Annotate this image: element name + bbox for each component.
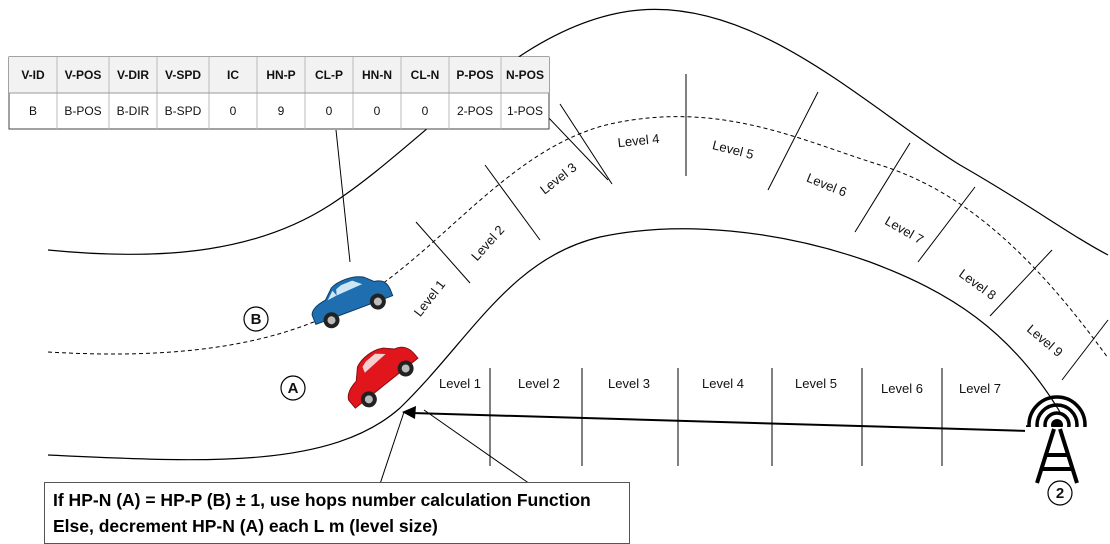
curved-level-label: Level 2: [468, 222, 507, 263]
vehicle-b-marker: B: [243, 306, 269, 332]
road-inner-edge: [47, 228, 1061, 461]
vehicle-data-table: V-ID B V-POS B-POS V-DIR B-DIR V-SPD B-SPD IC 0 HN…: [8, 56, 550, 130]
table-cell: 2-POS: [457, 104, 493, 118]
straight-level-labels: Level 1 Level 2 Level 3 Level 4 Level 5 …: [439, 376, 1001, 396]
table-cell: B-DIR: [117, 104, 150, 118]
table-header-cell: CL-P: [315, 68, 343, 82]
curved-level-dividers: [415, 74, 1109, 381]
table-cell: 0: [374, 104, 381, 118]
car-b: [311, 276, 394, 329]
condition-line-1: If HP-N (A) = HP-P (B) ± 1, use hops num…: [53, 490, 591, 510]
table-cell: 0: [230, 104, 237, 118]
table-cell: 1-POS: [507, 104, 543, 118]
table-header-cell: V-POS: [65, 68, 102, 82]
table-header-cell: HN-P: [266, 68, 295, 82]
table-cell: B: [29, 104, 37, 118]
curved-level-label: Level 8: [956, 266, 999, 303]
tower-label: 2: [1056, 485, 1064, 502]
condition-line-2: Else, decrement HP-N (A) each L m (level…: [53, 516, 438, 536]
straight-level-dividers: [489, 368, 943, 466]
curved-level-label: Level 5: [711, 137, 755, 162]
straight-level-label: Level 3: [608, 376, 650, 391]
table-header-cell: V-SPD: [165, 68, 201, 82]
callout-lines: [335, 103, 613, 485]
curved-level-label: Level 1: [411, 277, 449, 319]
table-header-cell: CL-N: [411, 68, 440, 82]
curved-level-label: Level 9: [1024, 321, 1066, 359]
table-header-bg: [9, 57, 549, 93]
table-cell: 0: [422, 104, 429, 118]
curved-level-label: Level 4: [617, 131, 660, 150]
road-outer-edge: [47, 8, 1109, 256]
table-cell: B-SPD: [165, 104, 202, 118]
table-header-cell: P-POS: [456, 68, 493, 82]
table-header-cell: V-DIR: [117, 68, 149, 82]
curved-level-label: Level 7: [882, 213, 926, 247]
car-a: [347, 346, 419, 409]
straight-level-label: Level 7: [959, 381, 1001, 396]
straight-level-label: Level 1: [439, 376, 481, 391]
vehicle-b-label: B: [251, 311, 262, 328]
vehicle-a-label: A: [288, 380, 299, 397]
vehicle-a-marker: A: [280, 375, 306, 401]
condition-box: If HP-N (A) = HP-P (B) ± 1, use hops num…: [44, 482, 630, 544]
table-cell: B-POS: [64, 104, 101, 118]
table-cell: 0: [326, 104, 333, 118]
range-double-arrow: [402, 406, 1040, 438]
straight-level-label: Level 5: [795, 376, 837, 391]
table-header-cell: V-ID: [21, 68, 45, 82]
table-header-cell: HN-N: [362, 68, 392, 82]
curved-level-label: Level 3: [537, 160, 579, 198]
straight-level-label: Level 4: [702, 376, 744, 391]
straight-level-label: Level 2: [518, 376, 560, 391]
tower-marker: 2: [1047, 480, 1073, 506]
table-header-cell: IC: [227, 68, 239, 82]
table-cell: 9: [278, 104, 285, 118]
table-header-cell: N-POS: [506, 68, 544, 82]
curved-level-labels: Level 1 Level 2 Level 3 Level 4 Level 5 …: [411, 131, 1066, 360]
radio-tower-icon: [1025, 395, 1089, 487]
road-center-line: [47, 116, 1109, 359]
curved-level-label: Level 6: [804, 170, 848, 200]
straight-level-label: Level 6: [881, 381, 923, 396]
